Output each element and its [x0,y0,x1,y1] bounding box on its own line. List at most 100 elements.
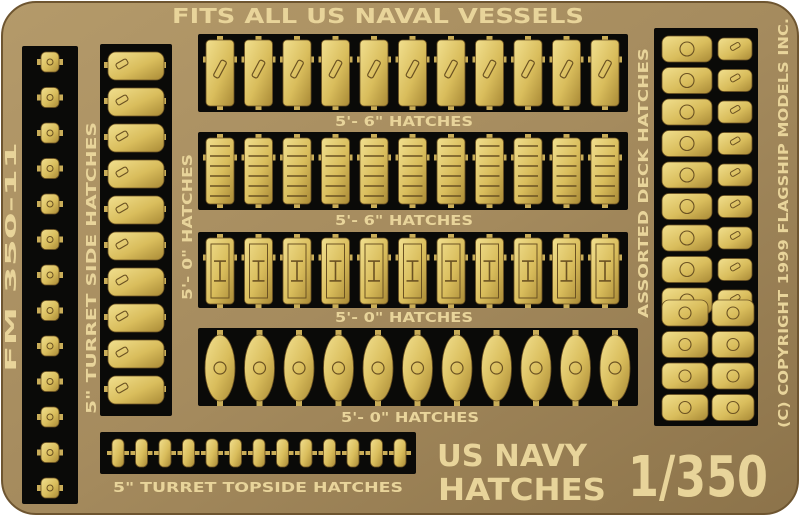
hatch-r4 [520,334,552,402]
hatch-r3-frame [287,243,307,299]
hatch-r3-tab-right [541,254,545,261]
hatch-r4-wheel [213,361,227,375]
hatch-r4 [204,334,236,402]
topside-hatch [323,438,336,468]
hatch-r3-frame [595,243,615,299]
deck-hatch-lower [661,299,709,327]
hatch-r3-frame [557,243,576,299]
hatch-r4-wheel [371,361,385,375]
hatch-r3-tab-bottom [525,303,531,308]
hatch-r3-tab-left [472,254,477,261]
deck-hatch-lower [661,394,709,421]
hatch-r2-tab-top [602,134,608,139]
hatch-r3-tab-top [255,234,262,239]
turret-side-hatch-slot [115,202,129,214]
turret-small-part-ring [46,94,54,101]
hatch-r2-tab-right [310,154,314,161]
brand-line-1: US NAVY [437,439,588,474]
hatch-r2-tab-top [525,134,531,139]
hatch-r3-tab-left [434,254,438,261]
hatch-r1-tab-top [563,36,570,41]
hatch-r2-tab-right [387,154,391,161]
turret-side-hatch-slot [115,346,129,358]
deck-hatch-wheel [679,72,695,89]
hatch-r2-tab-bottom [332,203,339,208]
oval-tab [375,330,381,336]
hatch-r3-tab-top [448,234,454,239]
hatch-r1-tab-top [602,36,608,41]
turret-side-hatch [107,159,165,189]
side-tab [104,62,110,68]
turret-side-hatch [107,51,165,81]
turret-small-part [40,406,60,428]
deck-hatch-lower [711,331,755,358]
hatch-r3-tab-right [387,254,391,261]
oval-tab [296,330,302,336]
hatch-r2-tab-right [271,154,276,161]
oval-tab [454,400,460,406]
hatch-r3-tab-top [332,234,339,239]
hatch-r3-tab-right [310,254,314,261]
hatch-r1 [590,39,620,107]
hatch-r2-tab-top [448,134,454,139]
hatch-r1-tab-left [318,56,323,63]
turret-small-part [40,193,60,215]
turret-small-part [40,264,60,286]
hatch-r1-slot [213,59,227,79]
deck-hatch-lower [711,362,755,390]
hatch-r4-wheel [292,361,306,375]
copyright-label: (C) COPYRIGHT 1999 FLAGSHIP MODELS INC. [777,18,792,428]
hatch-r2-tab-left [280,154,284,161]
oval-tab [493,400,500,406]
turret-small-part-ring [46,200,54,208]
etched-lettering: FITS ALL US NAVAL VESSELS FM 350-11 5" T… [2,4,792,510]
oval-tab [612,400,618,406]
oval-tab [533,400,539,406]
hatch-r2-tab-left [549,154,554,161]
hatch-r1-tab-left [472,56,477,63]
hatch-r1 [475,39,504,107]
hatch-r1-tab-bottom [563,105,570,110]
hatch-r4 [362,334,394,402]
hatch-r2-tab-bottom [602,203,608,208]
hatch-r2-tab-right [464,154,468,161]
topside-hatch [229,438,242,468]
hatch-r2-tab-bottom [409,203,416,208]
hatch-r4 [323,334,354,402]
deck-hatch-lower-wheel [678,306,692,320]
hatch-r1-tab-bottom [294,105,300,110]
hatch-r3-frame [364,243,384,299]
hatch-r3-tab-left [588,254,592,261]
hatch-r1-slot [559,59,574,79]
oval-tab [533,330,539,336]
topside-hatch [276,438,289,468]
hatch-r1-tab-left [395,56,400,63]
topside-hatch [135,438,148,468]
deck-hatch-slot [729,73,741,83]
deck-hatch-wheel [679,261,695,278]
turret-side-hatch-slot [115,238,129,250]
hatch-r1-tab-bottom [255,105,262,110]
deck-hatch-slot [729,230,741,240]
hatch-r2-tab-right [579,154,584,161]
hatch-r1-tab-left [241,56,246,63]
part-number: FM 350-11 [2,142,20,372]
topside-hatch [205,438,219,468]
oval-tab [612,330,618,336]
hatch-r2 [282,137,312,205]
hatch-r2-tab-right [425,154,430,161]
hatch-r2-tab-bottom [294,203,300,208]
deck-hatch-lower-wheel [726,306,740,320]
hatch-r1-tab-bottom [371,105,377,110]
deck-hatch-lower [711,299,755,327]
turret-side-hatch-slot [115,94,129,106]
deck-hatch-wheel [679,41,695,57]
hatch-r3-frame [249,243,268,299]
turret-small-part-ring [46,271,54,279]
hatch-r4-wheel [489,361,504,375]
deck-hatch-lower-wheel [726,400,740,415]
turret-side-hatch [107,375,165,405]
deck-hatch [661,35,713,63]
hatch-r1-tab-bottom [486,105,493,110]
turret-small-part-ring [46,342,54,350]
